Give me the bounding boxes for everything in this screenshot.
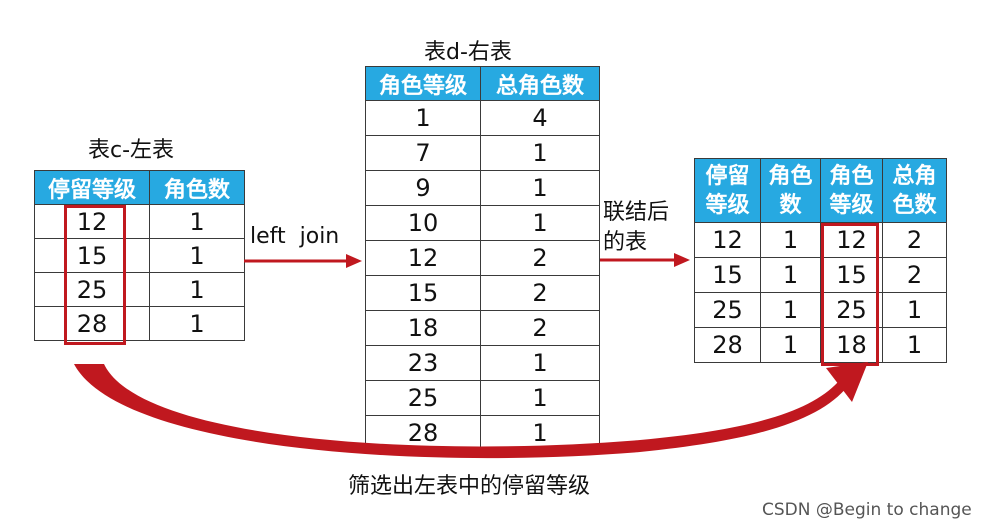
joined-label-line2: 的表 [603, 230, 648, 255]
watermark: CSDN @Begin to change [762, 500, 972, 520]
left-join-arrowhead [346, 254, 362, 268]
table-cell: 28 [34, 306, 150, 341]
filter-curve-arrowhead [826, 362, 868, 402]
result-header-stay-level: 停留 等级 [694, 158, 761, 223]
table-c: 停留等级 角色数 12 1 15 1 25 1 28 1 [34, 170, 245, 341]
table-cell: 12 [365, 240, 481, 276]
filter-curve-arrow [74, 364, 848, 459]
table-c-title: 表c-左表 [88, 138, 175, 163]
table-cell: 12 [694, 222, 761, 258]
table-row: 28 1 18 1 [694, 327, 947, 363]
table-d-header-role-level: 角色等级 [365, 66, 481, 101]
table-cell: 2 [480, 240, 600, 276]
table-cell: 1 [882, 292, 947, 328]
left-join-label: left join [250, 224, 340, 249]
table-d-header-total-roles: 总角色数 [480, 66, 600, 101]
result-header-total-roles: 总角 色数 [882, 158, 947, 223]
table-c-header-stay-level: 停留等级 [34, 170, 150, 205]
result-header-role-level: 角色 等级 [820, 158, 883, 223]
result-highlight-box [821, 223, 879, 366]
table-cell: 18 [365, 310, 481, 346]
table-cell: 18 [820, 327, 883, 363]
table-cell: 1 [149, 306, 245, 341]
table-cell: 28 [694, 327, 761, 363]
bottom-caption: 筛选出左表中的停留等级 [348, 474, 591, 499]
table-cell: 25 [820, 292, 883, 328]
table-cell: 1 [760, 327, 821, 363]
table-row: 25 1 [34, 272, 245, 307]
table-cell: 1 [149, 272, 245, 307]
table-cell: 1 [760, 222, 821, 258]
table-c-highlight-box [64, 205, 126, 345]
table-cell: 1 [149, 238, 245, 273]
joined-label-line1: 联结后 [603, 200, 670, 225]
table-cell: 2 [882, 257, 947, 293]
result-header-role-count: 角色 数 [760, 158, 821, 223]
table-d-title: 表d-右表 [424, 40, 512, 65]
table-cell: 1 [480, 135, 600, 171]
table-cell: 1 [480, 380, 600, 416]
table-cell: 7 [365, 135, 481, 171]
table-cell: 15 [820, 257, 883, 293]
result-table: 停留 等级 角色 数 角色 等级 总角 色数 12 1 12 2 15 1 15… [694, 158, 947, 363]
table-c-header-role-count: 角色数 [149, 170, 245, 205]
table-cell: 25 [34, 272, 150, 307]
table-cell: 1 [882, 327, 947, 363]
table-cell: 15 [365, 275, 481, 311]
table-row: 28 1 [34, 306, 245, 341]
table-cell: 1 [149, 204, 245, 239]
table-row: 15 1 15 2 [694, 257, 947, 293]
joined-arrowhead [674, 253, 690, 267]
table-cell: 1 [760, 292, 821, 328]
